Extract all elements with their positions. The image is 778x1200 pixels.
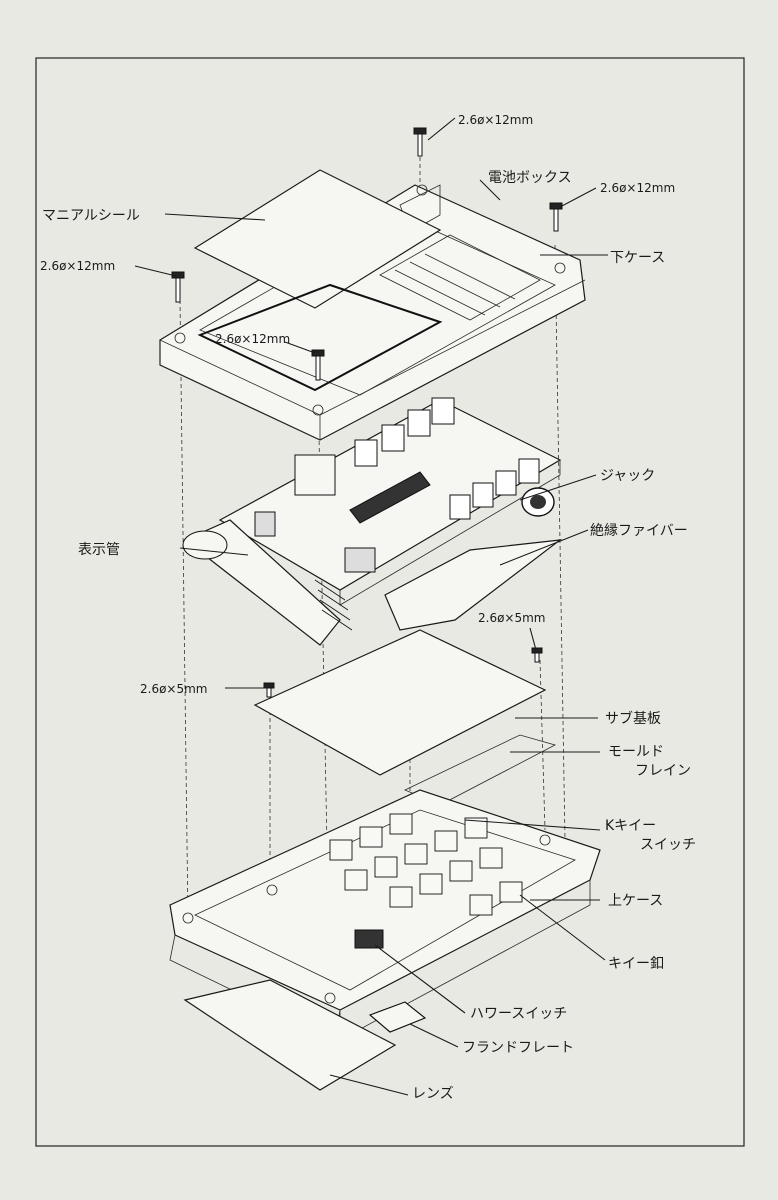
insulation-fiber-part	[384, 539, 563, 631]
screw-inner	[311, 349, 325, 381]
screw-label-top-center: 2.6ø×12mm	[458, 113, 533, 127]
label-jack: ジャック	[600, 468, 655, 484]
screw-left	[171, 271, 185, 303]
screw-label-mid-left: 2.6ø×5mm	[140, 682, 208, 696]
screw-mid-right	[531, 647, 543, 663]
label-power-switch: ハワースイッチ	[470, 1006, 567, 1022]
label-display-tube: 表示管	[78, 542, 120, 558]
brand-plate-part	[368, 1001, 427, 1033]
label-battery-box: 電池ボックス	[488, 170, 572, 186]
label-manual-seal: マニアルシール	[42, 208, 140, 224]
label-mold-frame-line1: モールド	[608, 744, 664, 760]
label-mold-frame-line2: フレイン	[635, 763, 691, 779]
sub-board-part	[253, 629, 547, 776]
label-sub-board: サブ基板	[605, 710, 661, 727]
label-lens: レンズ	[412, 1086, 454, 1102]
main-pcb-part	[218, 397, 562, 606]
label-lower-case: 下ケース	[610, 250, 665, 266]
label-insulation-fiber: 絶縁ファイバー	[590, 523, 688, 539]
label-k-key-switch-line2: スイッチ	[640, 837, 696, 853]
label-key-top: キイー釦	[608, 955, 664, 972]
jack-part	[521, 487, 555, 517]
label-upper-case: 上ケース	[608, 893, 663, 909]
seal-window	[197, 283, 443, 392]
screw-label-mid-right: 2.6ø×5mm	[478, 611, 546, 625]
screw-top-center	[413, 127, 427, 157]
power-switch-part	[354, 929, 384, 949]
leader-lines	[134, 117, 608, 1096]
screw-label-inner: 2.6ø×12mm	[215, 332, 290, 346]
diagram-frame	[35, 57, 745, 1147]
label-k-key-switch-line1: Kキイー	[605, 818, 656, 834]
label-brand-plate: フランドフレート	[462, 1040, 574, 1056]
screw-label-left: 2.6ø×12mm	[40, 259, 115, 273]
lens-part	[183, 979, 397, 1091]
screw-label-top-right: 2.6ø×12mm	[600, 181, 675, 195]
screw-mid-left	[263, 682, 275, 698]
upper-case-part	[169, 789, 601, 1041]
manual-seal-part	[193, 169, 442, 309]
